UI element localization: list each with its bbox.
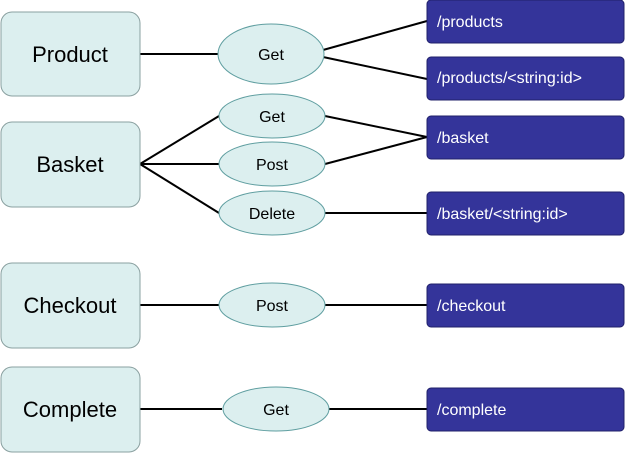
method-product-get-label: Get xyxy=(258,47,284,64)
method-basket-delete: Delete xyxy=(218,190,326,236)
resource-complete: Complete xyxy=(0,366,141,453)
method-checkout-post-label: Post xyxy=(256,298,289,315)
method-basket-get-label: Get xyxy=(259,109,285,126)
resource-basket-label: Basket xyxy=(36,152,103,177)
route-products: /products xyxy=(426,0,625,44)
connector-lines xyxy=(139,20,428,410)
method-basket-post: Post xyxy=(218,141,326,187)
resource-checkout-label: Checkout xyxy=(24,293,117,318)
resource-product: Product xyxy=(0,11,141,97)
route-basket-by-id: /basket/<string:id> xyxy=(426,191,625,236)
method-basket-get: Get xyxy=(218,93,326,139)
method-checkout-post: Post xyxy=(218,282,326,328)
route-basket-label: /basket xyxy=(437,130,489,147)
method-complete-get: Get xyxy=(222,386,330,432)
route-checkout: /checkout xyxy=(426,283,625,328)
resource-product-label: Product xyxy=(32,42,108,67)
route-checkout-label: /checkout xyxy=(437,298,506,315)
method-basket-post-label: Post xyxy=(256,157,289,174)
connector-basket-get-to-basket xyxy=(324,115,428,138)
route-products-label: /products xyxy=(437,14,503,31)
route-product-by-id-label: /products/<string:id> xyxy=(437,70,582,87)
connector-basket-get xyxy=(139,115,220,165)
method-complete-get-label: Get xyxy=(263,402,289,419)
route-product-by-id: /products/<string:id> xyxy=(426,56,625,101)
resource-complete-label: Complete xyxy=(23,397,117,422)
route-basket-by-id-label: /basket/<string:id> xyxy=(437,206,568,223)
route-basket: /basket xyxy=(426,115,625,160)
route-complete: /complete xyxy=(426,387,625,432)
method-basket-delete-label: Delete xyxy=(249,206,295,223)
method-product-get: Get xyxy=(217,23,325,85)
connector-basket-delete xyxy=(139,163,220,214)
connector-product-get-to-products xyxy=(322,20,428,51)
connector-product-get-to-product-id xyxy=(322,56,428,80)
resource-checkout: Checkout xyxy=(0,262,141,349)
resource-basket: Basket xyxy=(0,121,141,208)
connector-basket-post-to-basket xyxy=(324,136,428,165)
route-complete-label: /complete xyxy=(437,402,506,419)
